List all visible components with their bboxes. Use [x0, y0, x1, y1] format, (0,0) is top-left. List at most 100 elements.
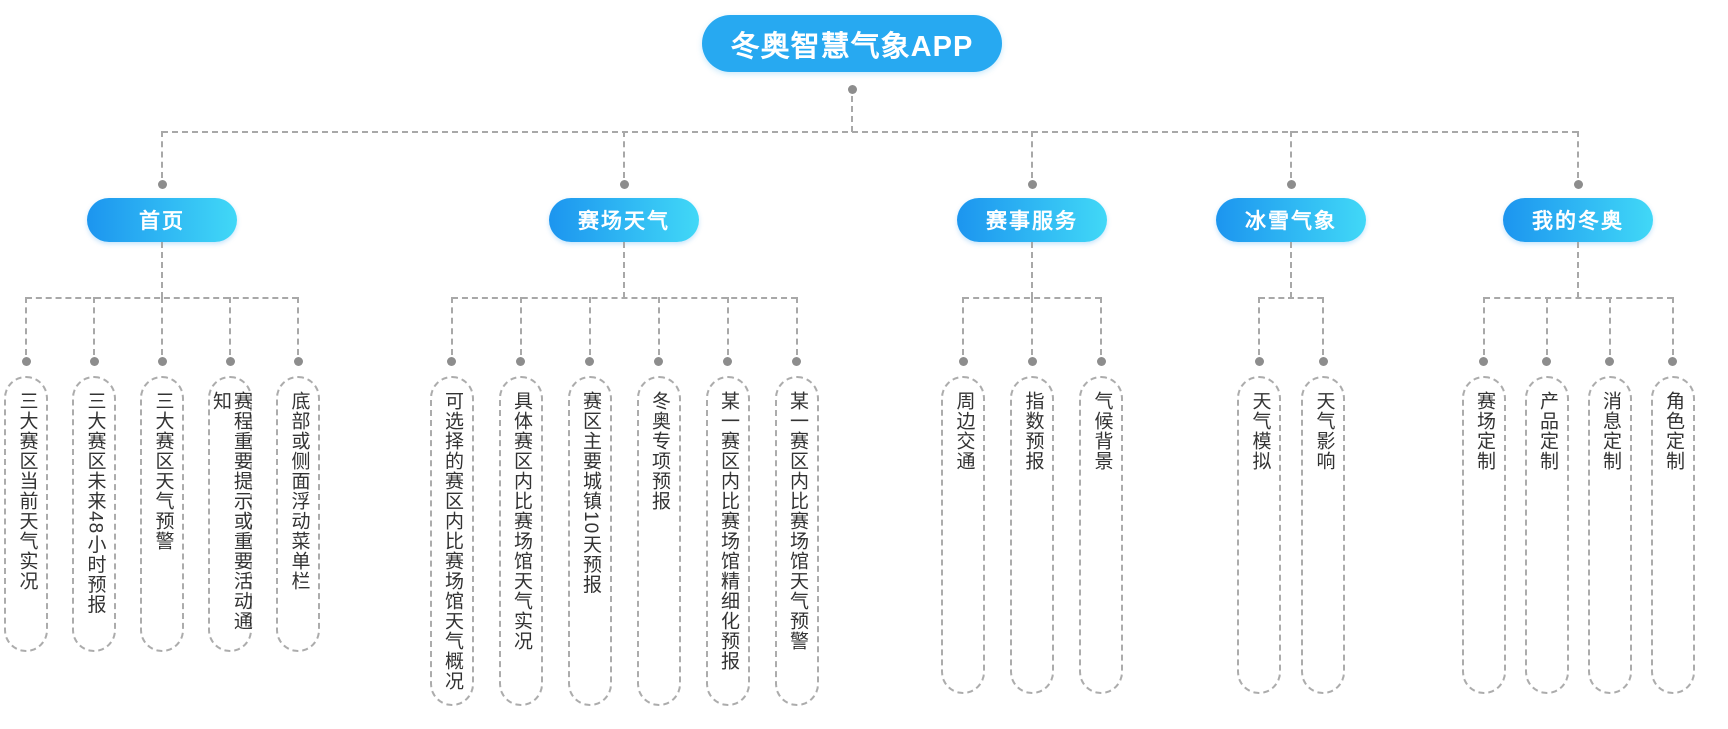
connector-dot — [21, 356, 31, 366]
connector-vertical-line — [1577, 242, 1579, 298]
connector-dot — [585, 356, 594, 366]
leaf-node[interactable]: 赛场定制 — [1461, 376, 1506, 694]
connector-dot — [1573, 179, 1583, 189]
connector-vertical-line — [1031, 242, 1033, 298]
branch-node[interactable]: 赛事服务 — [957, 198, 1107, 242]
leaf-node-label: 冬奥专项预报 — [648, 391, 670, 511]
leaf-node[interactable]: 天气影响 — [1301, 376, 1345, 694]
leaf-node-label: 底部或侧面浮动菜单栏 — [288, 391, 310, 591]
connector-vertical-line — [25, 297, 27, 355]
connector-vertical-line — [1031, 297, 1033, 355]
leaf-node-label: 消息定制 — [1599, 391, 1621, 471]
connector-dot — [847, 84, 857, 94]
connector-dot — [1479, 356, 1488, 366]
leaf-node[interactable]: 某一赛区内比赛场馆精细化预报 — [705, 376, 750, 706]
connector-dot — [1027, 179, 1037, 189]
connector-vertical-line — [851, 96, 853, 132]
leaf-node-label: 天气模拟 — [1249, 391, 1271, 471]
leaf-node[interactable]: 某一赛区内比赛场馆天气预警 — [774, 376, 819, 706]
connector-vertical-line — [1258, 297, 1260, 355]
connector-dot — [723, 356, 732, 366]
connector-dot — [225, 356, 235, 366]
leaf-node-label: 周边交通 — [953, 391, 975, 471]
leaf-node[interactable]: 三大赛区当前天气实况 — [4, 376, 48, 652]
leaf-node-label: 天气影响 — [1313, 391, 1335, 471]
connector-horizontal-line — [162, 131, 1578, 133]
connector-vertical-line — [1322, 297, 1324, 355]
leaf-node-label: 产品定制 — [1536, 391, 1558, 471]
connector-dot — [958, 356, 968, 366]
connector-vertical-line — [1608, 297, 1611, 355]
connector-vertical-line — [1545, 297, 1548, 355]
connector-horizontal-line — [1483, 297, 1673, 299]
connector-vertical-line — [93, 297, 95, 355]
connector-dot — [157, 179, 167, 189]
root-node-label: 冬奥智慧气象APP — [730, 30, 974, 63]
connector-dot — [293, 356, 303, 366]
connector-dot — [1027, 356, 1037, 366]
leaf-node[interactable]: 产品定制 — [1524, 376, 1569, 694]
leaf-node[interactable]: 赛区主要城镇10天预报 — [567, 376, 612, 706]
connector-vertical-line — [297, 297, 299, 355]
leaf-node[interactable]: 三大赛区未来48小时预报 — [72, 376, 116, 652]
connector-dot — [1605, 356, 1614, 366]
root-node[interactable]: 冬奥智慧气象APP — [702, 15, 1002, 72]
connector-dot — [516, 356, 525, 366]
leaf-node[interactable]: 气候背景 — [1079, 376, 1123, 694]
leaf-node[interactable]: 消息定制 — [1587, 376, 1632, 694]
connector-dot — [1254, 356, 1264, 366]
branch-node-label: 赛事服务 — [986, 210, 1078, 233]
leaf-node[interactable]: 天气模拟 — [1237, 376, 1281, 694]
leaf-node-label: 赛场定制 — [1473, 391, 1495, 471]
connector-vertical-line — [229, 297, 231, 355]
branch-node[interactable]: 我的冬奥 — [1503, 198, 1653, 242]
branch-node[interactable]: 首页 — [87, 198, 237, 242]
connector-vertical-line — [1577, 131, 1579, 178]
connector-vertical-line — [795, 297, 798, 355]
connector-vertical-line — [1671, 297, 1674, 355]
branch-node-label: 冰雪气象 — [1245, 210, 1337, 233]
connector-dot — [792, 356, 801, 366]
leaf-node-label: 三大赛区天气预警 — [152, 391, 174, 551]
connector-vertical-line — [726, 297, 729, 355]
connector-vertical-line — [450, 297, 453, 355]
leaf-node[interactable]: 指数预报 — [1010, 376, 1054, 694]
connector-vertical-line — [588, 297, 591, 355]
branch-node-label: 我的冬奥 — [1532, 210, 1624, 233]
connector-vertical-line — [161, 131, 163, 178]
connector-vertical-line — [519, 297, 522, 355]
leaf-node-label: 赛区主要城镇10天预报 — [579, 391, 601, 595]
branch-node[interactable]: 赛场天气 — [549, 198, 699, 242]
leaf-node-label: 角色定制 — [1662, 391, 1684, 471]
connector-dot — [1096, 356, 1106, 366]
branch-node[interactable]: 冰雪气象 — [1216, 198, 1366, 242]
connector-dot — [619, 179, 629, 189]
connector-dot — [1542, 356, 1551, 366]
leaf-node[interactable]: 冬奥专项预报 — [636, 376, 681, 706]
connector-vertical-line — [1482, 297, 1485, 355]
leaf-node[interactable]: 角色定制 — [1650, 376, 1695, 694]
leaf-node-label: 三大赛区未来48小时预报 — [84, 391, 106, 615]
leaf-node-label: 指数预报 — [1022, 391, 1044, 471]
connector-vertical-line — [1290, 131, 1292, 178]
connector-dot — [89, 356, 99, 366]
connector-vertical-line — [161, 242, 163, 298]
leaf-node[interactable]: 赛程重要提示或重要活动通知 — [208, 376, 252, 652]
leaf-node-label: 具体赛区内比赛场馆天气实况 — [510, 391, 532, 651]
connector-dot — [1286, 179, 1296, 189]
leaf-node[interactable]: 三大赛区天气预警 — [140, 376, 184, 652]
leaf-node-label: 某一赛区内比赛场馆天气预警 — [786, 391, 808, 651]
connector-vertical-line — [1100, 297, 1102, 355]
leaf-node[interactable]: 具体赛区内比赛场馆天气实况 — [498, 376, 543, 706]
leaf-node[interactable]: 可选择的赛区内比赛场馆天气概况 — [429, 376, 474, 706]
leaf-node-label: 三大赛区当前天气实况 — [16, 391, 38, 591]
leaf-node-label: 可选择的赛区内比赛场馆天气概况 — [441, 391, 463, 691]
connector-vertical-line — [1290, 242, 1292, 298]
connector-dot — [157, 356, 167, 366]
connector-vertical-line — [623, 242, 625, 298]
connector-horizontal-line — [1259, 297, 1323, 299]
connector-vertical-line — [657, 297, 660, 355]
leaf-node[interactable]: 周边交通 — [941, 376, 985, 694]
leaf-node[interactable]: 底部或侧面浮动菜单栏 — [276, 376, 320, 652]
